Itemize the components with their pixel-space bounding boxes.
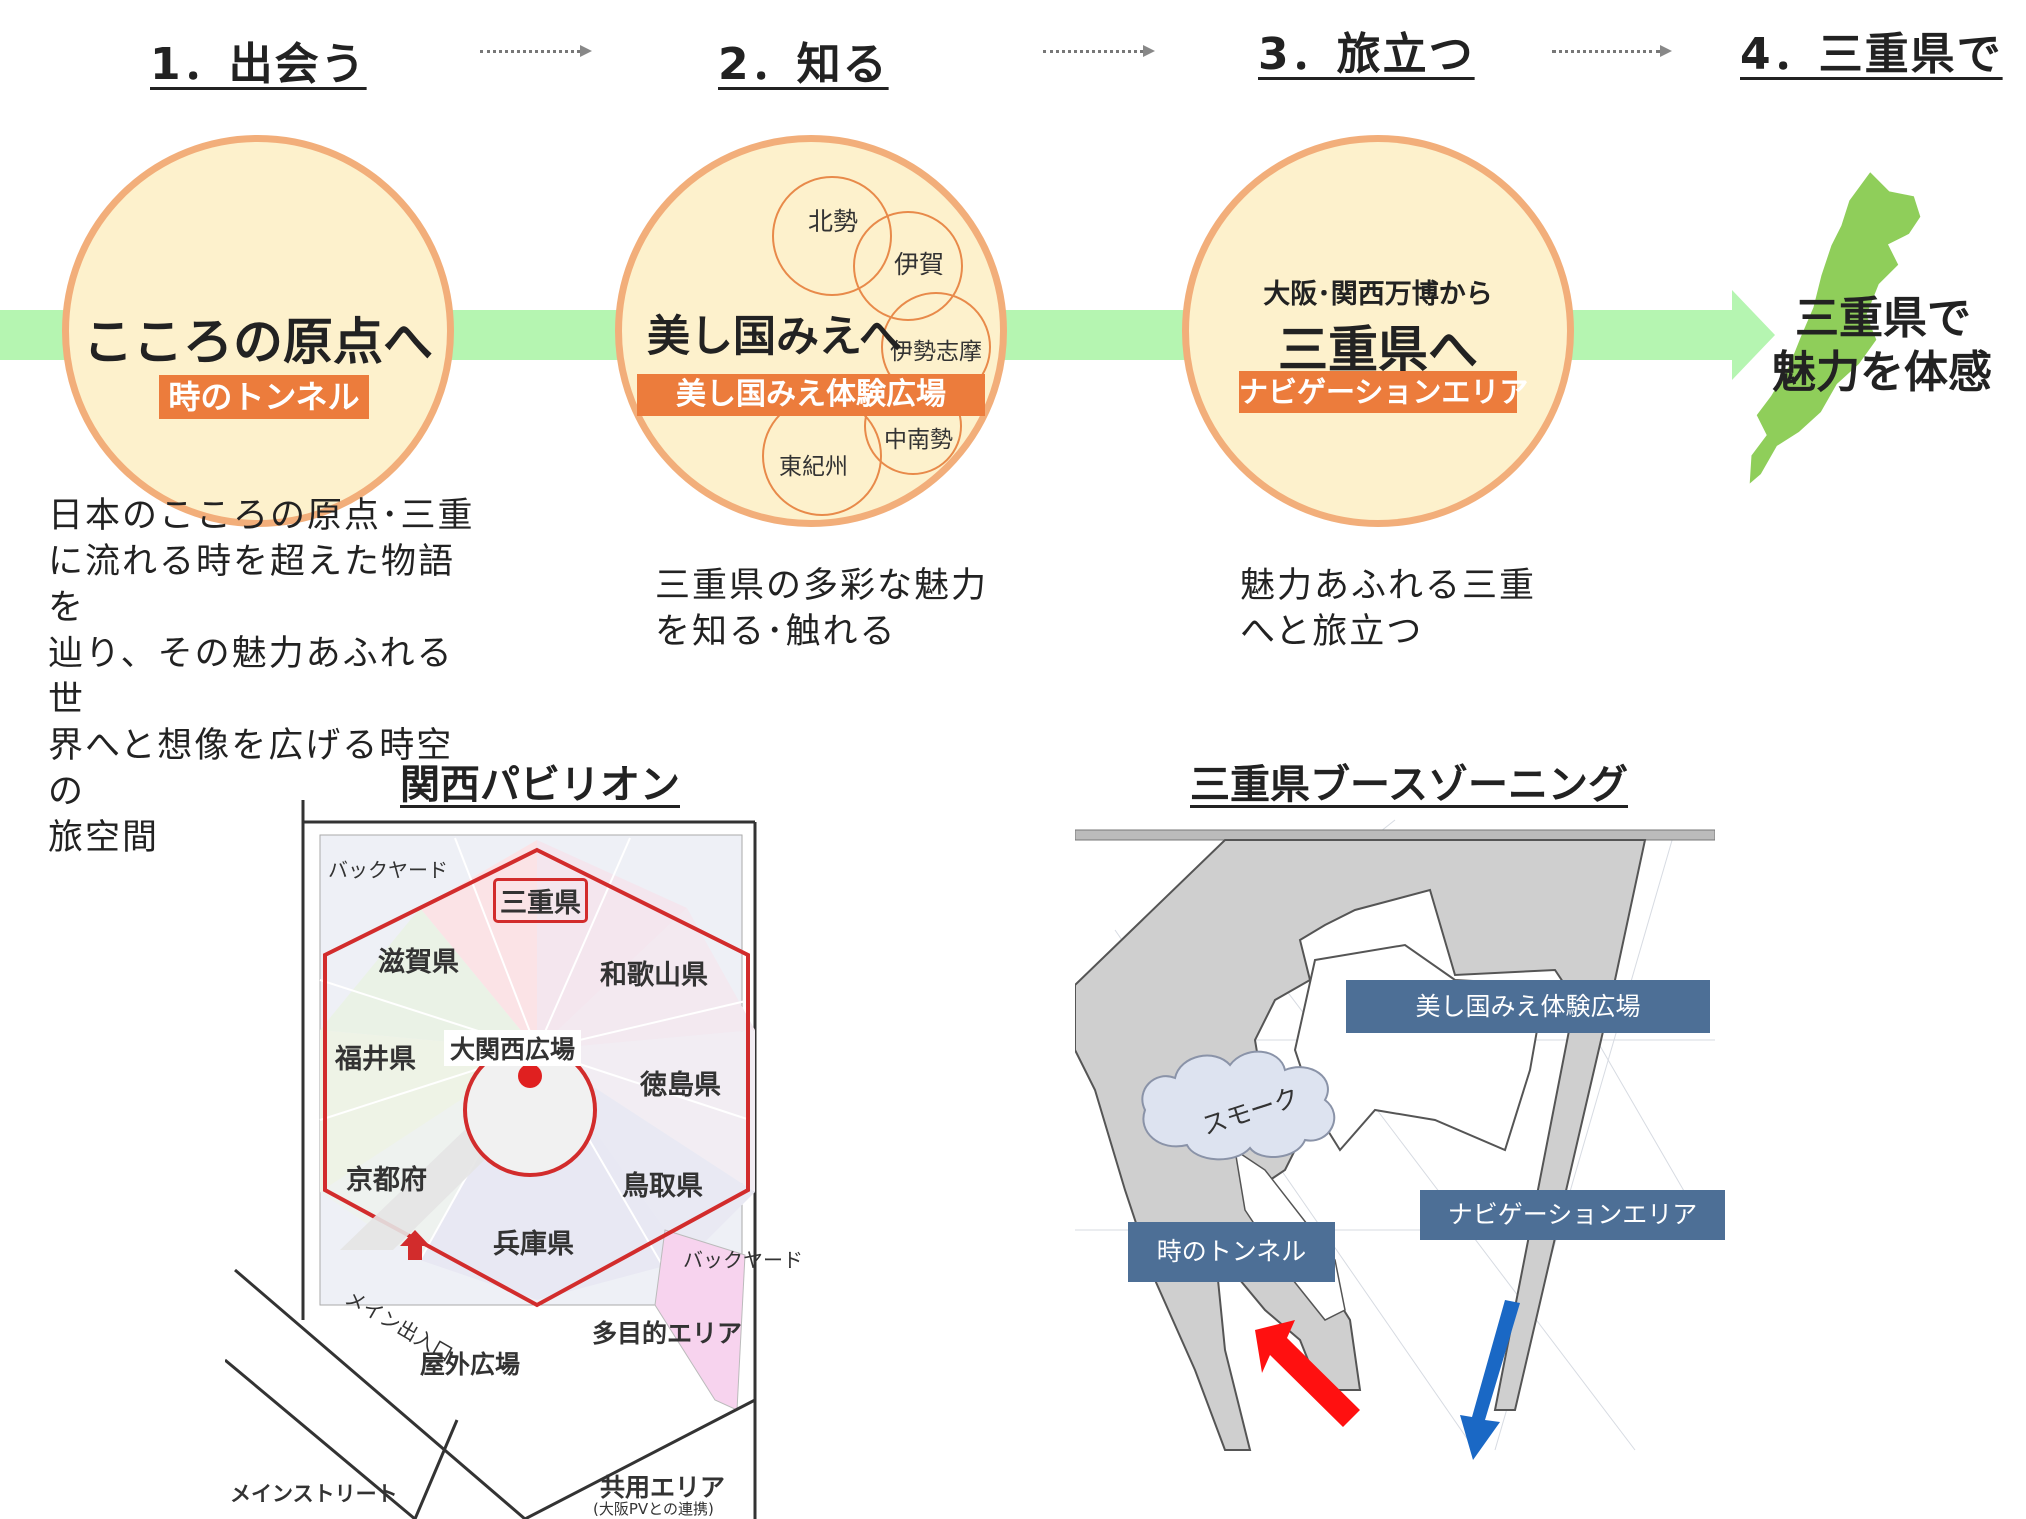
shared-area-note: (大阪PVとの連携)	[593, 1500, 714, 1518]
region-label-hokusei: 北勢	[808, 207, 859, 236]
shared-area-label: 共用エリア	[600, 1473, 726, 1502]
zone-utsukushikuni-experience-plaza: 美し国みえ体験広場	[1346, 980, 1710, 1033]
shiga-prefecture-label: 滋賀県	[378, 947, 459, 978]
stage3-tag: ナビゲーションエリア	[1239, 371, 1528, 413]
multipurpose-area-label: 多目的エリア	[592, 1319, 743, 1348]
backyard-top-label: バックヤード	[328, 858, 448, 882]
stage3-description: 魅力あふれる三重 へと旅立つ	[1240, 566, 1537, 652]
step-arrow-3	[1552, 45, 1672, 57]
stage4-title-1: 三重県で	[1795, 293, 1971, 344]
backyard-right-label: バックヤード	[683, 1248, 803, 1272]
fukui-prefecture-label: 福井県	[335, 1044, 416, 1075]
kyoto-prefecture-label: 京都府	[346, 1165, 427, 1196]
mie-map-icon	[1746, 167, 1924, 490]
outdoor-plaza-label: 屋外広場	[420, 1350, 521, 1379]
step-arrow-2	[1043, 45, 1155, 57]
region-label-higashikishu: 東紀州	[779, 454, 848, 480]
zone-time-tunnel: 時のトンネル	[1128, 1222, 1335, 1282]
mie-prefecture-label: 三重県	[493, 878, 588, 923]
stage2-description: 三重県の多彩な魅力 を知る･触れる	[655, 566, 989, 652]
tokushima-prefecture-label: 徳島県	[640, 1070, 721, 1101]
step-heading-2: 2．知る	[718, 39, 889, 90]
main-street-label: メインストリート	[230, 1482, 398, 1506]
region-label-iga: 伊賀	[894, 250, 945, 279]
region-label-chunansei: 中南勢	[884, 427, 953, 453]
booth-zoning-plan	[1075, 810, 1715, 1480]
step-heading-1: 1．出会う	[150, 39, 367, 90]
stage3-subtitle: 大阪･関西万博から	[1263, 279, 1493, 310]
stage1-title: こころの原点へ	[83, 313, 433, 371]
tottori-prefecture-label: 鳥取県	[622, 1171, 703, 1202]
stage1-circle: こころの原点へ 時のトンネル	[62, 135, 454, 527]
region-label-iseshima: 伊勢志摩	[890, 339, 982, 365]
dai-kansai-plaza-label: 大関西広場	[444, 1030, 582, 1066]
step-heading-3: 3．旅立つ	[1258, 29, 1475, 80]
stage3-circle: 大阪･関西万博から 三重県へ ナビゲーションエリア	[1182, 135, 1574, 527]
booth-zoning-title: 三重県ブースゾーニング	[1190, 762, 1628, 808]
step-arrow-1	[480, 45, 592, 57]
stage2-circle: 北勢 伊賀 伊勢志摩 中南勢 東紀州 美し国みえへ 美し国みえ体験広場	[615, 135, 1007, 527]
zone-navigation-area: ナビゲーションエリア	[1420, 1190, 1725, 1240]
kansai-pavilion-title: 関西パビリオン	[400, 762, 680, 808]
stage2-title: 美し国みえへ	[647, 312, 902, 362]
stage3-title: 三重県へ	[1278, 321, 1478, 379]
stage1-description: 日本のこころの原点･三重 に流れる時を超えた物語を 辿り、その魅力あふれる世 界…	[48, 496, 475, 858]
stage2-tag: 美し国みえ体験広場	[637, 374, 985, 416]
hyogo-prefecture-label: 兵庫県	[493, 1229, 574, 1260]
stage1-tag: 時のトンネル	[159, 375, 369, 419]
stage4-title-2: 魅力を体感	[1772, 347, 1992, 398]
wakayama-prefecture-label: 和歌山県	[600, 960, 708, 991]
step-heading-4: 4．三重県で	[1740, 29, 2003, 80]
kansai-pavilion-map	[225, 800, 757, 1519]
